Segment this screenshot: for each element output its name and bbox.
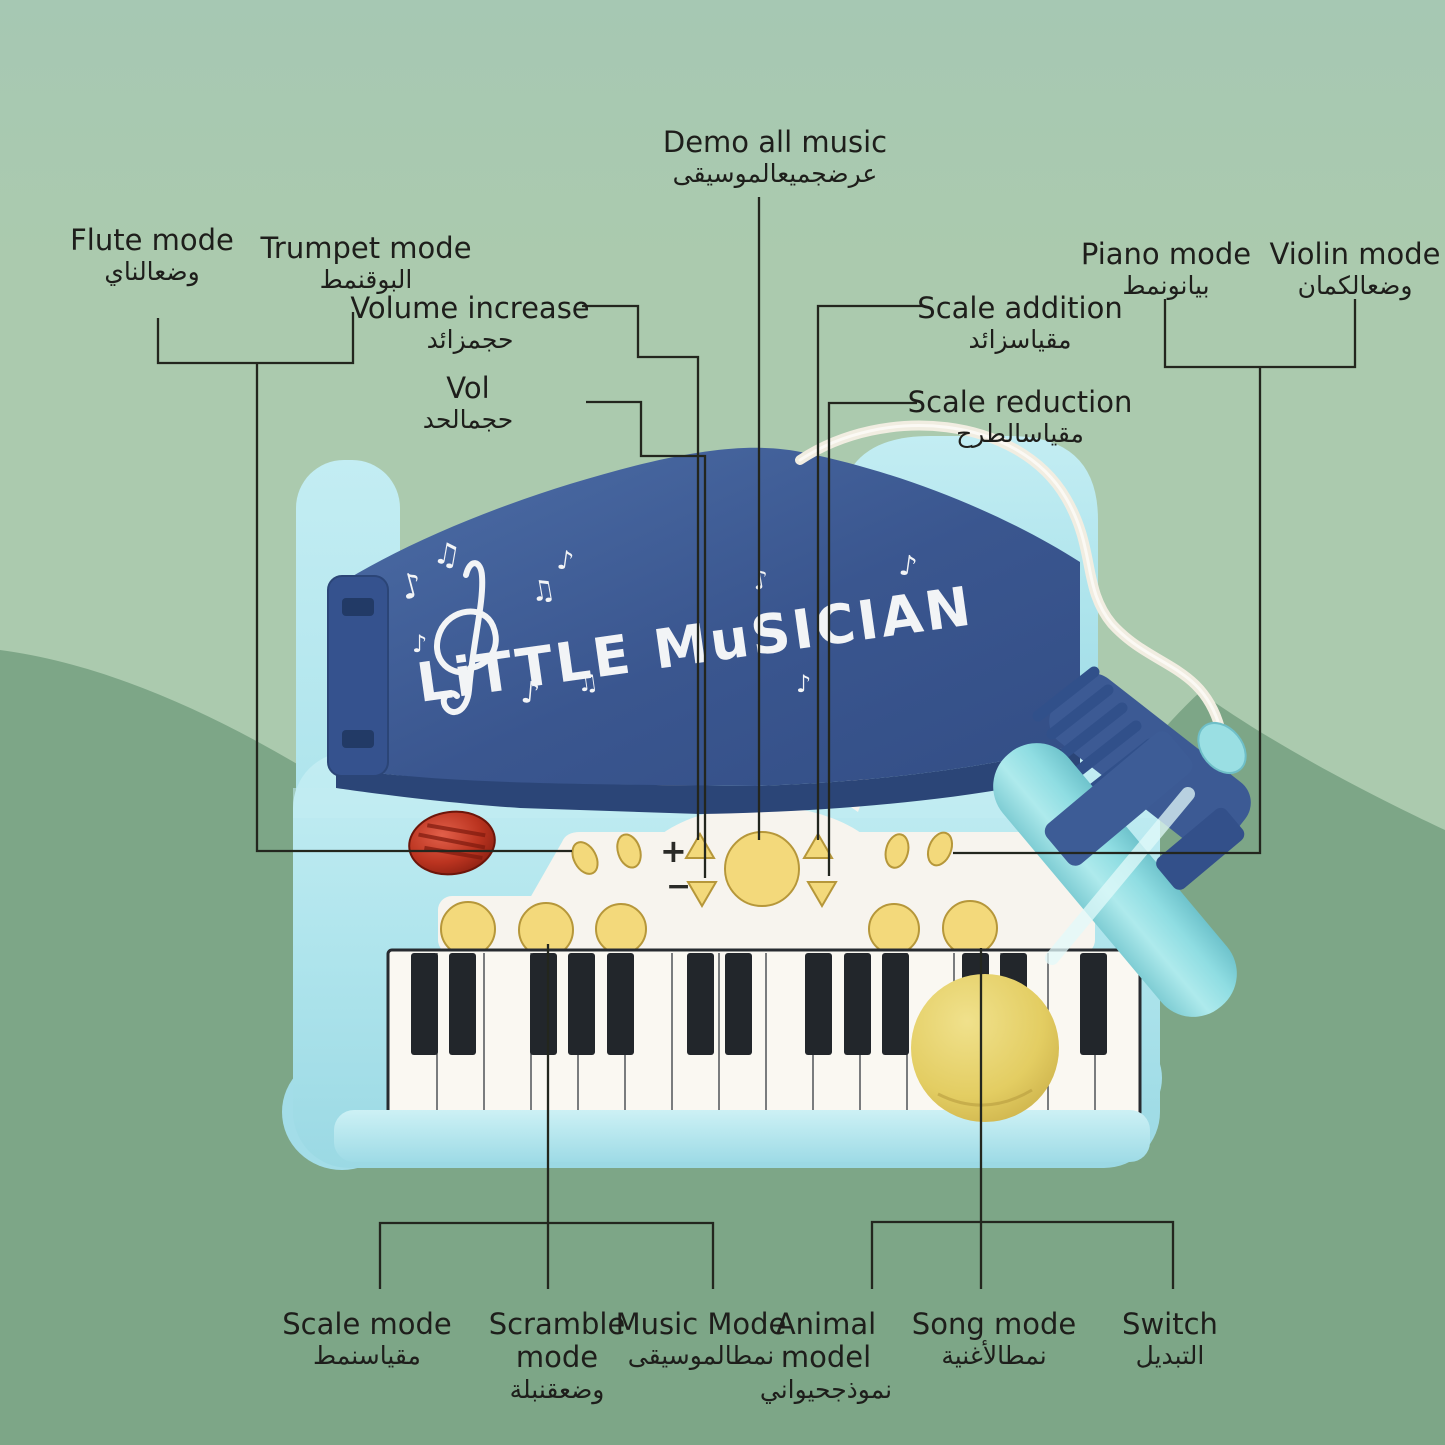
volume-up-button: [684, 832, 716, 859]
label-ar: نموذجحيواني: [759, 1374, 893, 1404]
label-ar: بيانونمط: [1122, 271, 1210, 301]
music-note-icon: ♪: [555, 545, 576, 577]
callout-label-volume-increase: Volume increase حجمزائد: [350, 291, 590, 355]
panel-buttons: [440, 831, 998, 958]
label-ar: نمطالأغنية: [941, 1341, 1047, 1371]
label-en: Flute mode: [70, 223, 234, 257]
label-en: Scale addition: [917, 291, 1123, 325]
callout-label-scale-addition: Scale addition مقياسزائد: [917, 291, 1123, 355]
label-en: Demo all music: [662, 125, 888, 159]
music-note-icon: ♪: [412, 630, 427, 658]
callout-label-violin-mode: Violin mode وضعالكمان: [1269, 237, 1441, 301]
callout-label-scramble-mode: Scramble mode وضعقنبلة: [472, 1307, 642, 1405]
round-button: [942, 900, 998, 956]
piano-lid: LiTTLE MuSICIAN ♪ ♫ ♪ ♫ ♪ ♪ ♫ ♪ ♪ ♪: [327, 447, 1080, 814]
mic-foam: [911, 974, 1059, 1122]
label-ar: وضعالكمان: [1297, 271, 1413, 301]
label-en: Music Mode: [615, 1307, 787, 1341]
label-en: Scramble mode: [488, 1307, 626, 1375]
callout-label-demo-all-music: Demo all music عرضجميعالموسيقى: [662, 125, 888, 189]
volume-down-button: [686, 881, 718, 908]
plus-symbol: +: [660, 832, 687, 870]
callout-label-song-mode: Song mode نمطالأغنية: [911, 1307, 1077, 1371]
mode-button-oval: [926, 831, 954, 867]
callout-label-vol: Vol حجمالحد: [422, 371, 514, 435]
music-note-icon: ♪: [519, 675, 541, 712]
label-ar: نمطالموسيقى: [627, 1341, 775, 1371]
speaker-light-left: [408, 810, 496, 876]
keyboard-front-lip: [334, 1110, 1150, 1162]
music-notes: ♪ ♫ ♪ ♫ ♪ ♪ ♫ ♪ ♪ ♪: [396, 535, 919, 711]
label-en: Song mode: [911, 1307, 1077, 1341]
label-ar: وضعقنبلة: [509, 1374, 605, 1404]
callout-label-flute-mode: Flute mode وضعالناي: [70, 223, 234, 287]
callout-label-animal-model: Animal model نموذجحيواني: [756, 1307, 896, 1405]
microphone: [911, 666, 1251, 1122]
label-en: Scale reduction: [907, 385, 1133, 419]
label-en: Scale mode: [282, 1307, 452, 1341]
round-button: [440, 901, 496, 957]
scale-down-button: [806, 881, 838, 908]
label-ar: مقياسنمط: [313, 1341, 421, 1371]
label-ar: عرضجميعالموسيقى: [672, 159, 878, 189]
mic-top-cap: [1197, 721, 1247, 775]
label-en: Switch: [1122, 1307, 1218, 1341]
lid-hinge: [327, 575, 389, 777]
mic-clip-band: [1044, 731, 1193, 866]
callout-label-music-mode: Music Mode نمطالموسيقى: [615, 1307, 787, 1371]
mode-button-oval: [884, 833, 910, 869]
treble-clef-icon: [433, 560, 499, 715]
label-en: Piano mode: [1080, 237, 1252, 271]
label-ar: مقياسالطرح: [956, 419, 1084, 449]
scale-up-button: [802, 832, 834, 859]
label-ar: حجمزائد: [426, 325, 514, 355]
round-button: [868, 903, 920, 955]
mode-button-oval: [571, 841, 599, 875]
music-note-icon: ♪: [750, 564, 772, 596]
music-note-icon: ♫: [431, 535, 464, 574]
label-en: Trumpet mode: [260, 231, 472, 265]
music-note-icon: ♪: [897, 548, 919, 583]
round-button: [595, 903, 647, 955]
music-note-icon: ♪: [796, 670, 811, 698]
label-ar: مقياسزائد: [968, 325, 1072, 355]
label-ar: البوقنمط: [319, 265, 413, 295]
callout-label-trumpet-mode: Trumpet mode البوقنمط: [260, 231, 472, 295]
label-en: Animal model: [775, 1307, 877, 1375]
label-ar: وضعالناي: [104, 257, 200, 287]
demo-button: [724, 831, 800, 907]
mic-clip-small: [1156, 807, 1245, 890]
microphone-cable: [795, 420, 1225, 733]
callout-lines: [156, 197, 1357, 1289]
music-note-icon: ♫: [527, 572, 557, 609]
callout-label-piano-mode: Piano mode بيانونمط: [1080, 237, 1252, 301]
label-en: Violin mode: [1269, 237, 1441, 271]
label-en: Volume increase: [350, 291, 590, 325]
mode-button-oval: [616, 833, 642, 869]
label-ar: التبديل: [1135, 1341, 1205, 1371]
music-note-icon: ♫: [575, 667, 600, 698]
label-en: Vol: [446, 371, 490, 405]
label-ar: حجمالحد: [422, 405, 514, 435]
callout-label-scale-reduction: Scale reduction مقياسالطرح: [907, 385, 1133, 449]
minus-symbol: −: [666, 869, 691, 904]
callout-label-scale-mode: Scale mode مقياسنمط: [282, 1307, 452, 1371]
callout-label-switch: Switch التبديل: [1122, 1307, 1218, 1371]
